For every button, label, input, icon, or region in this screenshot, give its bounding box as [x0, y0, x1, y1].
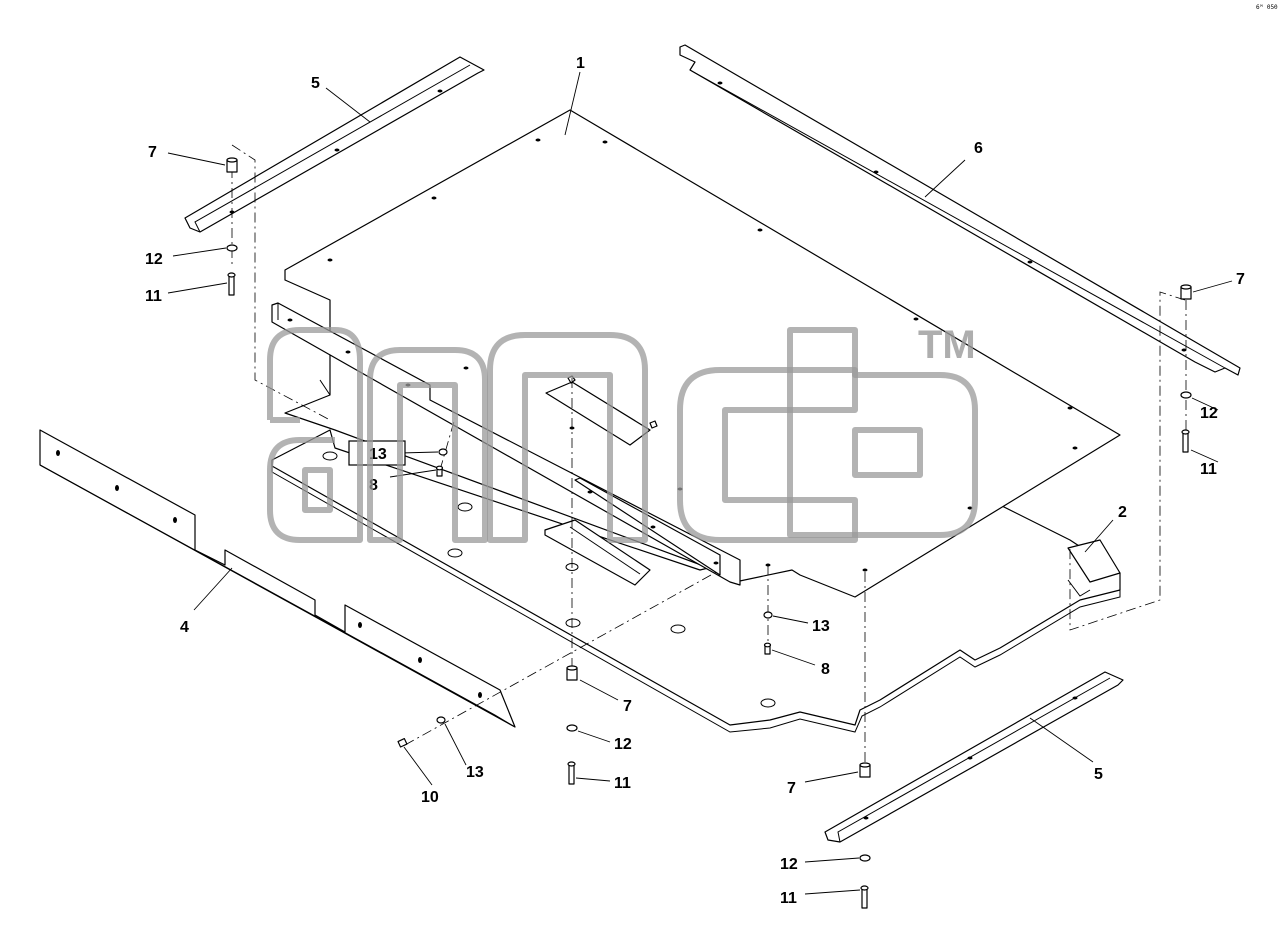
nut-13-c [436, 716, 446, 724]
bolt-11-d [860, 885, 869, 909]
angle-part-5-top [184, 56, 485, 233]
callout-1: 1 [576, 55, 585, 72]
callout-12-center: 12 [614, 736, 632, 753]
washer-12-b [1180, 391, 1192, 399]
callout-5-top: 5 [311, 75, 320, 92]
bolt-11-c [567, 761, 576, 785]
callout-13-bottom: 13 [466, 764, 484, 781]
spacer-7-b [1180, 284, 1192, 300]
callout-7-bottom: 7 [787, 780, 796, 797]
callout-11-bottom: 11 [780, 890, 797, 907]
spacer-7-d [859, 762, 871, 778]
callout-5-bottom: 5 [1094, 766, 1103, 783]
watermark-tm: TM [918, 323, 976, 367]
washer-12-a [226, 244, 238, 252]
callout-11-center: 11 [614, 775, 631, 792]
side-flashing-part-4 [39, 429, 516, 728]
callout-6: 6 [974, 140, 983, 157]
screw-8-b [763, 642, 772, 655]
callout-13-right: 13 [812, 618, 830, 635]
callout-12-bottom: 12 [780, 856, 798, 873]
screw-8-a [435, 465, 444, 477]
callout-2: 2 [1118, 504, 1127, 521]
watermark-logo: TM [267, 323, 978, 543]
bolt-11-b [1181, 429, 1190, 453]
callout-8-left: 8 [369, 477, 378, 494]
fasteners [226, 157, 1192, 909]
callout-13-boxed: 13 [369, 446, 387, 463]
side-rail-part-6 [679, 44, 1241, 376]
screw-10 [397, 737, 408, 748]
callout-8-right: 8 [821, 661, 830, 678]
callout-7-center: 7 [623, 698, 632, 715]
callouts: 1 2 4 5 5 6 7 7 7 7 8 8 10 11 11 11 11 1… [145, 55, 1245, 907]
callout-10: 10 [421, 789, 439, 806]
callout-12-left: 12 [145, 251, 163, 268]
corner-code: 6ᴹ 050 [1256, 4, 1278, 11]
washer-12-d [859, 854, 871, 862]
callout-7-top-left: 7 [148, 144, 157, 161]
callout-4: 4 [180, 619, 189, 636]
callout-11-left: 11 [145, 288, 162, 305]
callout-12-right: 12 [1200, 405, 1218, 422]
angle-part-5-bottom [824, 671, 1124, 843]
callout-7-right: 7 [1236, 271, 1245, 288]
nut-13-b [763, 611, 773, 619]
nut-13-a [438, 448, 448, 456]
leader-lines [167, 71, 1233, 895]
spacer-7-a [226, 157, 238, 173]
spacer-7-c [566, 665, 578, 681]
callout-11-right: 11 [1200, 461, 1217, 478]
washer-12-c [566, 724, 578, 732]
bolt-11-a [227, 272, 236, 296]
